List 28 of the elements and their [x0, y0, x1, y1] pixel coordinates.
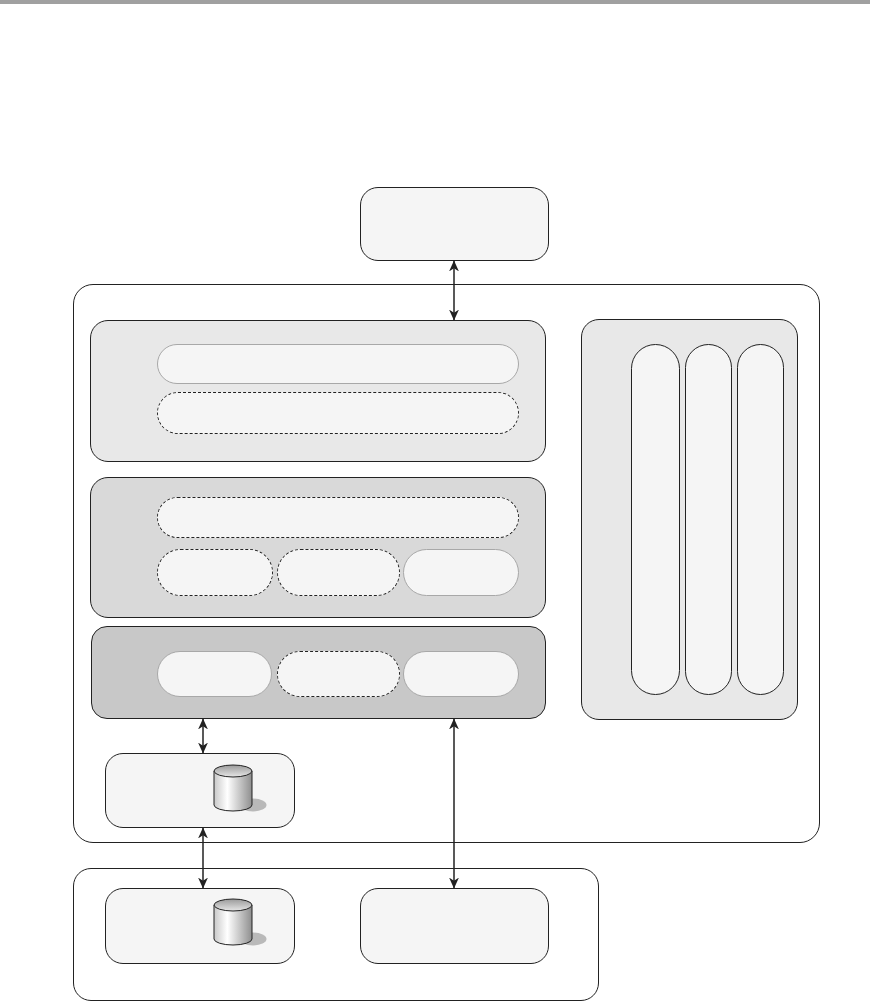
rounded-pill	[403, 651, 519, 697]
vertical-pill	[631, 344, 680, 695]
layer-panel	[89, 476, 546, 618]
layer-panel	[89, 319, 546, 462]
dashed-pill	[277, 651, 400, 697]
rounded-box	[359, 887, 549, 964]
double-arrow	[449, 260, 459, 321]
double-arrow	[449, 718, 459, 889]
database-cylinder-icon	[213, 764, 267, 813]
database-box	[104, 887, 295, 964]
database-box	[104, 752, 295, 828]
database-cylinder-icon	[213, 898, 267, 947]
rounded-pill	[157, 344, 519, 384]
double-arrow	[198, 827, 208, 889]
vertical-pill	[737, 344, 784, 695]
double-arrow	[198, 718, 208, 754]
dashed-pill	[157, 497, 519, 538]
rounded-pill	[403, 549, 519, 596]
dashed-pill	[277, 549, 400, 596]
container-box	[73, 284, 820, 843]
side-panel	[580, 318, 798, 720]
vertical-pill	[685, 344, 732, 695]
rounded-pill	[157, 651, 272, 697]
rounded-box	[360, 187, 549, 261]
dashed-pill	[157, 549, 273, 596]
layer-panel	[90, 625, 546, 719]
dashed-pill	[157, 392, 519, 434]
container-box	[73, 868, 599, 1001]
